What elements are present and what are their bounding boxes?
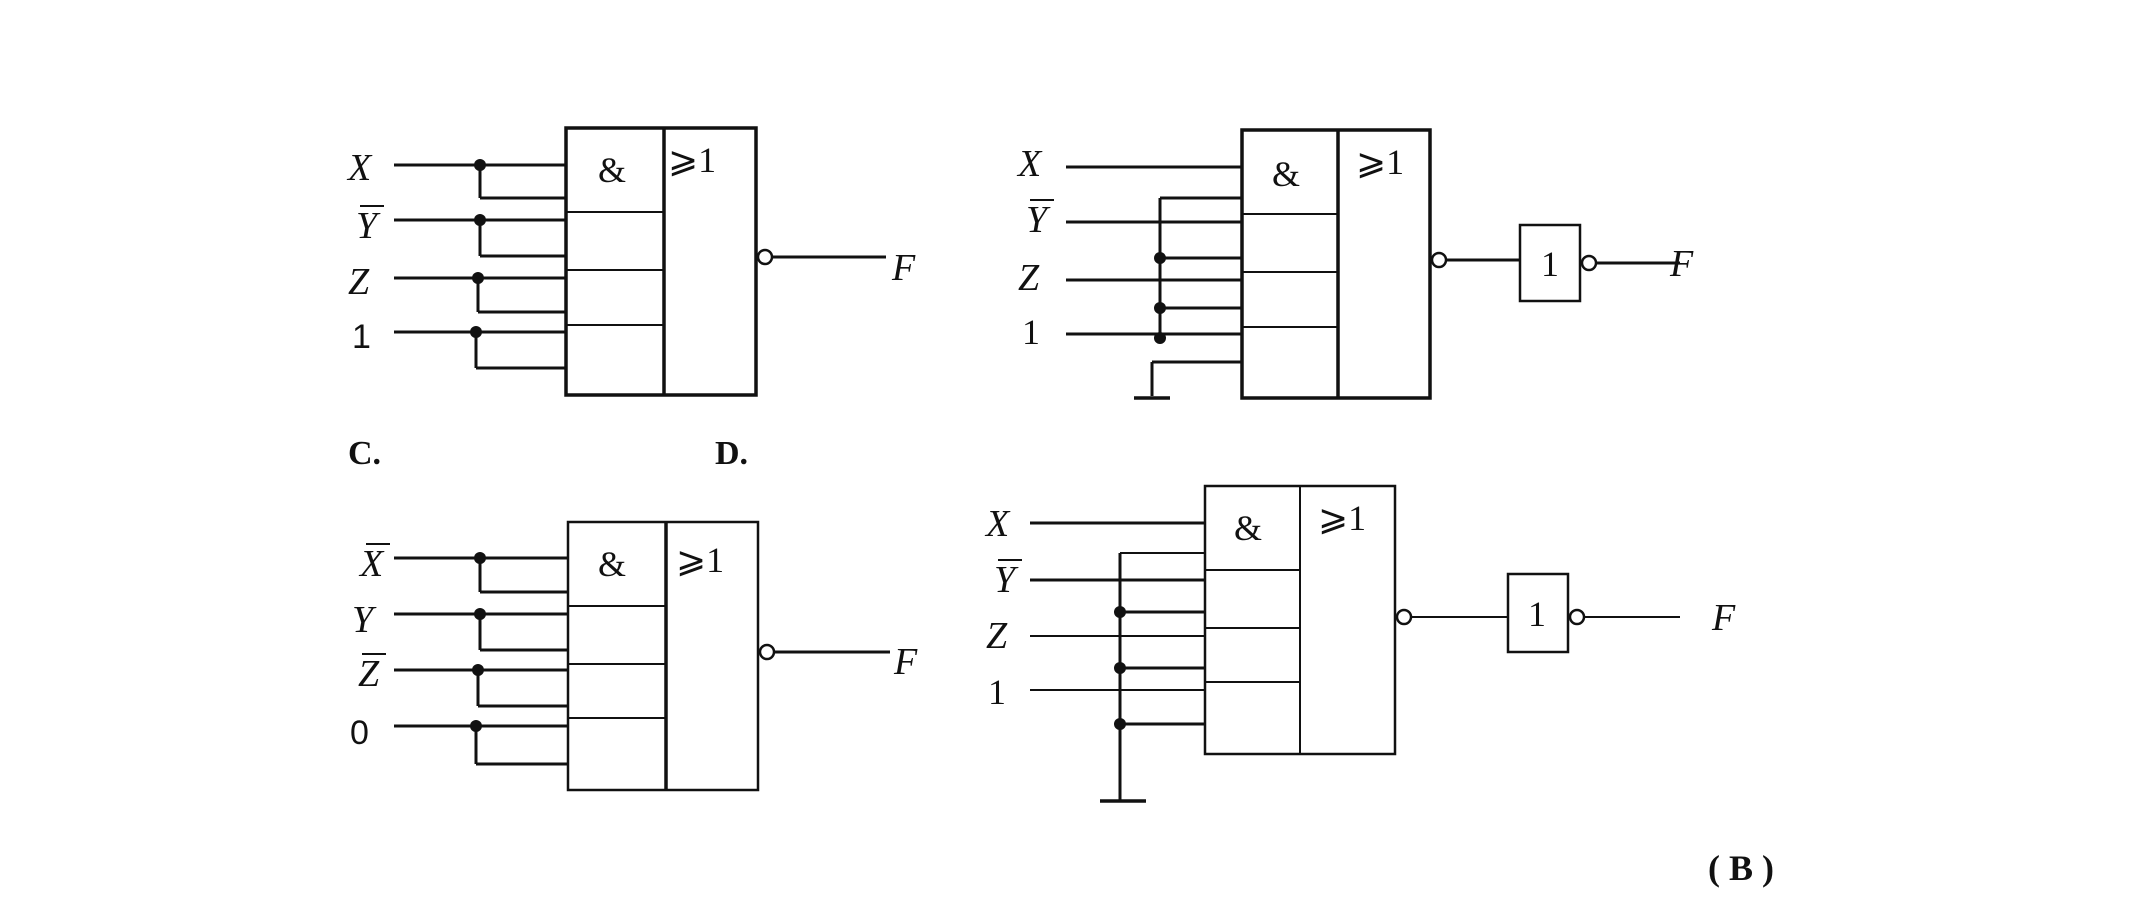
input-label-one: 1 (1022, 312, 1040, 352)
answer-label: ( B ) (1708, 848, 1774, 888)
option-c-label: C. (348, 435, 381, 472)
circuit-bottom-left: & ⩾1 X Y Z 0 F (350, 520, 918, 792)
input-label-z: Z (348, 261, 370, 303)
input-label-x: X (346, 147, 373, 189)
or-symbol: ⩾1 (1318, 498, 1366, 538)
input-label-x: X (1016, 143, 1043, 185)
circuit-top-left: & ⩾1 X Y Z 1 F (346, 126, 916, 397)
svg-text:Y: Y (994, 559, 1019, 601)
and-symbol: & (598, 150, 626, 190)
and-symbol: & (1272, 154, 1300, 194)
not-symbol: 1 (1541, 244, 1559, 284)
svg-text:Z: Z (358, 653, 380, 695)
input-label-y-bar: Y (994, 559, 1022, 601)
output-label-f: F (1711, 597, 1736, 639)
and-or-gate-box (1240, 128, 1432, 400)
not-symbol: 1 (1528, 594, 1546, 634)
svg-text:Y: Y (356, 205, 381, 247)
svg-text:X: X (358, 543, 385, 585)
input-label-x: X (984, 503, 1011, 545)
input-label-z: Z (1018, 257, 1040, 299)
or-symbol: ⩾1 (676, 540, 724, 580)
input-label-y-bar: Y (1026, 199, 1054, 241)
and-symbol: & (1234, 508, 1262, 548)
input-label-y: Y (352, 599, 377, 641)
input-label-one: 1 (352, 318, 371, 356)
option-d-label: D. (715, 435, 748, 472)
input-label-z: Z (986, 615, 1008, 657)
circuit-bottom-right: & ⩾1 X Y Z 1 1 F (984, 484, 1736, 803)
input-label-y-bar: Y (356, 205, 384, 247)
input-label-one: 1 (988, 672, 1006, 712)
not-gate-box (1518, 223, 1582, 303)
and-symbol: & (598, 544, 626, 584)
output-label-f: F (893, 641, 918, 683)
or-symbol: ⩾1 (1356, 142, 1404, 182)
or-symbol: ⩾1 (668, 140, 716, 180)
input-label-x-bar: X (358, 543, 390, 585)
not-gate-box (1506, 572, 1570, 654)
input-label-zero: 0 (350, 714, 369, 752)
svg-text:Y: Y (1026, 199, 1051, 241)
and-or-gate-box (566, 520, 760, 792)
output-label-f: F (1669, 243, 1694, 285)
and-or-gate-box (564, 126, 758, 397)
input-label-z-bar: Z (358, 653, 386, 695)
circuit-top-right: & ⩾1 X Y Z 1 1 (1016, 128, 1694, 400)
output-label-f: F (891, 247, 916, 289)
